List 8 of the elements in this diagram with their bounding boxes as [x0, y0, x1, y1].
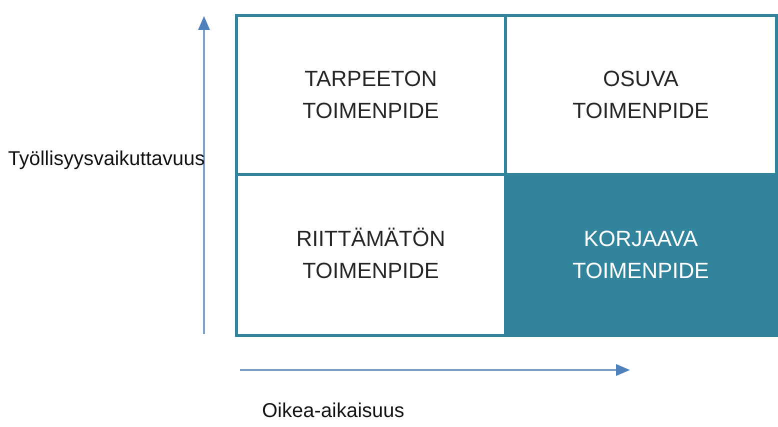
quadrant-label: TARPEETON TOIMENPIDE [301, 64, 440, 125]
quadrant-label: RIITTÄMÄTÖN TOIMENPIDE [295, 224, 446, 285]
quadrant-label: KORJAAVA TOIMENPIDE [571, 224, 710, 285]
quadrant [506, 17, 775, 176]
quadrant [238, 176, 506, 334]
axis-label: Oikea-aikaisuus [262, 400, 404, 423]
quadrant [238, 17, 506, 176]
quadrant-label: OSUVA TOIMENPIDE [571, 64, 710, 125]
